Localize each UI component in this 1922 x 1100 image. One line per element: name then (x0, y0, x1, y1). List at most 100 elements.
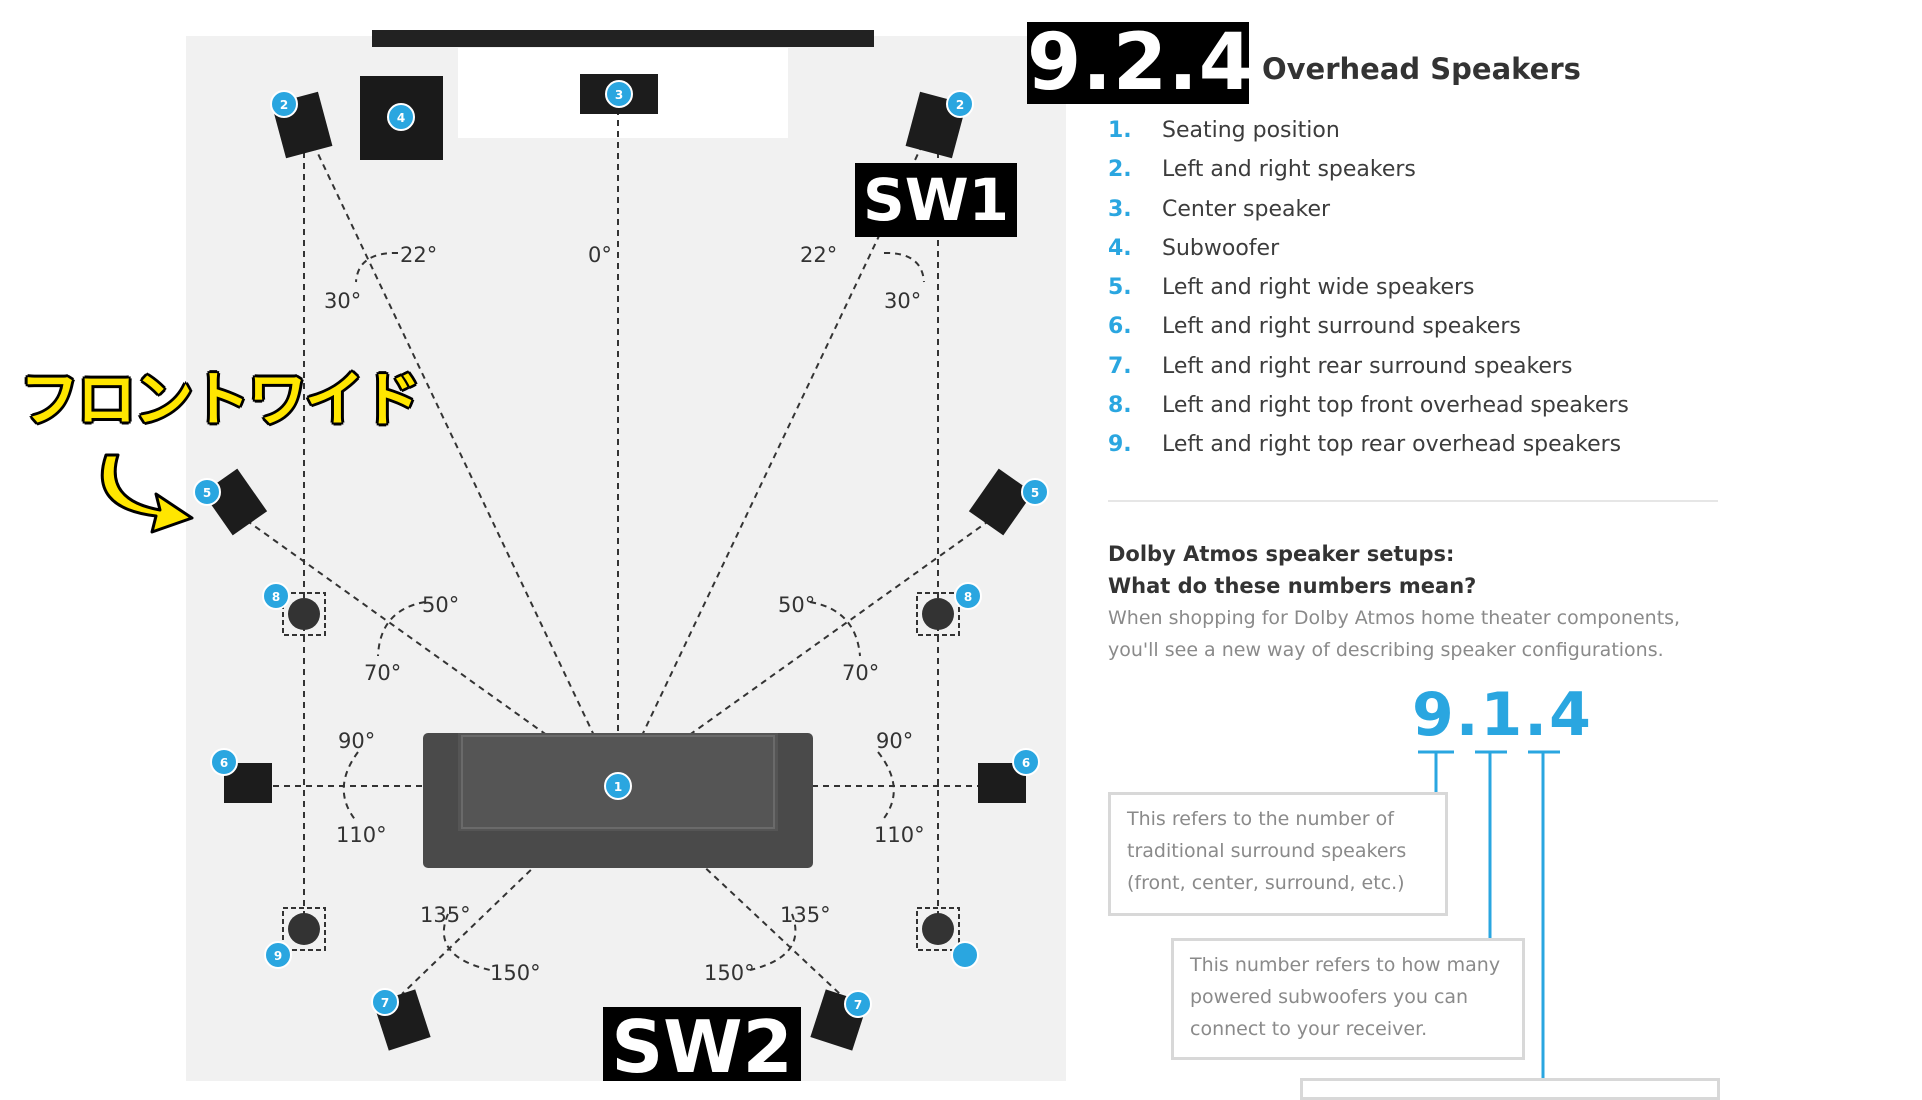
marker-6-left: 6 (210, 748, 238, 776)
legend-label: Left and right surround speakers (1162, 314, 1521, 340)
legend-item: 9. Left and right top rear overhead speak… (1108, 432, 1629, 471)
legend-label: Left and right top front overhead speake… (1162, 393, 1629, 419)
config-title: 9.2.4 (1027, 18, 1255, 108)
explainer-box-line: connect to your receiver. (1190, 1018, 1428, 1040)
sw2-label: SW2 (603, 1007, 801, 1087)
legend-item: 1. Seating position (1108, 118, 1629, 157)
tv-screen (372, 30, 874, 47)
sw1-label: SW1 (855, 163, 1017, 237)
marker-1: 1 (604, 772, 632, 800)
marker-7-left: 7 (371, 988, 399, 1016)
sofa (423, 733, 813, 868)
legend-number: 5. (1108, 275, 1132, 301)
explainer-heading: Dolby Atmos speaker setups: What do thes… (1108, 538, 1476, 602)
explainer-heading-line2: What do these numbers mean? (1108, 574, 1477, 598)
legend-item: 4. Subwoofer (1108, 236, 1629, 275)
svg-text:5: 5 (1031, 486, 1039, 500)
legend-item: 2. Left and right speakers (1108, 157, 1629, 196)
svg-text:2: 2 (280, 98, 288, 112)
svg-text:6: 6 (1022, 756, 1030, 770)
svg-text:2: 2 (956, 98, 964, 112)
legend-number: 9. (1108, 432, 1132, 458)
marker-8-left: 8 (262, 582, 290, 610)
legend-number: 2. (1108, 157, 1132, 183)
angle-30-right: 30° (884, 289, 921, 313)
divider (1108, 500, 1718, 502)
yellow-arrow-icon (100, 453, 194, 534)
legend-label: Center speaker (1162, 196, 1331, 222)
explainer-box-surround: This refers to the number of traditional… (1108, 792, 1448, 916)
legend-item: 5. Left and right wide speakers (1108, 275, 1629, 314)
legend-item: 6. Left and right surround speakers (1108, 314, 1629, 353)
angle-110-right: 110° (874, 823, 925, 847)
explainer-box-line: traditional surround speakers (1127, 840, 1407, 862)
marker-2-right: 2 (946, 90, 974, 118)
angle-90-right: 90° (876, 729, 913, 753)
marker-9-left: 9 (264, 941, 292, 969)
explainer-heading-line1: Dolby Atmos speaker setups: (1108, 542, 1455, 566)
svg-text:3: 3 (615, 88, 623, 102)
legend-label: Left and right wide speakers (1162, 275, 1475, 301)
marker-5-right: 5 (1021, 478, 1049, 506)
angle-50-left: 50° (422, 593, 459, 617)
legend-label: Subwoofer (1162, 235, 1280, 261)
marker-7-right: 7 (844, 990, 872, 1018)
legend-number: 3. (1108, 196, 1132, 222)
svg-text:9: 9 (274, 949, 282, 963)
angle-22-left: 22° (400, 243, 437, 267)
svg-text:5: 5 (203, 486, 211, 500)
legend-number: 6. (1108, 314, 1132, 340)
angle-135-left: 135° (420, 903, 471, 927)
legend-item: 8. Left and right top front overhead spea… (1108, 393, 1629, 432)
explainer-box-overhead (1300, 1078, 1720, 1100)
legend-number: 1. (1108, 118, 1132, 143)
explainer-box-line: powered subwoofers you can (1190, 986, 1469, 1008)
overhead-speakers (282, 592, 960, 951)
legend-label: Left and right rear surround speakers (1162, 353, 1573, 379)
page-subtitle: Overhead Speakers (1262, 52, 1581, 86)
explainer-intro-line2: you'll see a new way of describing speak… (1108, 639, 1664, 661)
marker-3: 3 (605, 80, 633, 108)
angle-70-left: 70° (364, 661, 401, 685)
explainer-box-line: This number refers to how many (1190, 954, 1501, 976)
speaker-legend: 1. Seating position 2. Left and right spea… (1108, 118, 1629, 472)
angle-135-right: 135° (780, 903, 831, 927)
svg-text:6: 6 (220, 756, 228, 770)
svg-text:4: 4 (397, 111, 405, 125)
explainer-intro: When shopping for Dolby Atmos home theat… (1108, 602, 1728, 666)
example-config-number: 9.1.4 (1412, 680, 1593, 750)
angle-50-right: 50° (778, 593, 815, 617)
marker-4: 4 (387, 103, 415, 131)
angle-70-right: 70° (842, 661, 879, 685)
svg-text:1: 1 (614, 780, 622, 794)
angle-150-right: 150° (704, 961, 755, 985)
legend-label: Seating position (1162, 118, 1340, 143)
marker-9-right (951, 941, 979, 969)
angle-90-left: 90° (338, 729, 375, 753)
legend-number: 4. (1108, 235, 1132, 261)
angle-0: 0° (588, 243, 612, 267)
speaker-wide-right (968, 468, 1034, 536)
explainer-box-line: This refers to the number of (1127, 808, 1394, 830)
explainer-intro-line1: When shopping for Dolby Atmos home theat… (1108, 607, 1681, 629)
angle-110-left: 110° (336, 823, 387, 847)
legend-label: Left and right top rear overhead speaker… (1162, 432, 1622, 458)
marker-2-left: 2 (270, 90, 298, 118)
explainer-box-line: (front, center, surround, etc.) (1127, 872, 1405, 894)
legend-label: Left and right speakers (1162, 157, 1416, 183)
marker-5-left: 5 (193, 478, 221, 506)
legend-number: 7. (1108, 353, 1132, 379)
marker-6-right: 6 (1012, 748, 1040, 776)
svg-text:7: 7 (854, 998, 862, 1012)
angle-22-right: 22° (800, 243, 837, 267)
number-markers: 1 2 2 3 4 5 5 6 6 7 7 8 8 9 (193, 80, 1049, 1018)
angle-30-left: 30° (324, 289, 361, 313)
explainer-box-subwoofer: This number refers to how many powered s… (1171, 938, 1525, 1060)
marker-8-right: 8 (954, 582, 982, 610)
explainer-connectors (1418, 750, 1560, 1081)
front-wide-label: フロントワイド (20, 365, 421, 434)
angle-labels: 0° 22° 30° 22° 30° 50° 70° 50° 70° 90° 1… (324, 243, 925, 985)
legend-number: 8. (1108, 393, 1132, 419)
svg-text:8: 8 (964, 590, 972, 604)
